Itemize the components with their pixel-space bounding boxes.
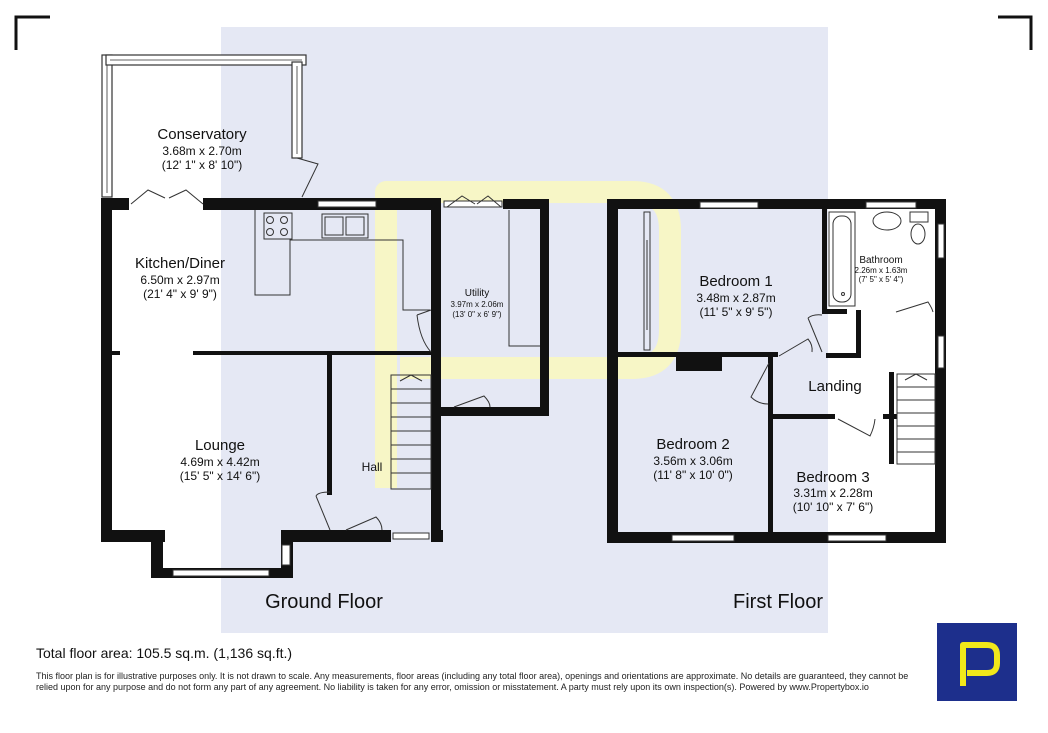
- first-floor: [607, 199, 946, 543]
- ground-floor-windows: [172, 200, 503, 577]
- crop-marks: [14, 15, 1033, 50]
- total-floor-area: Total floor area: 105.5 sq.m. (1,136 sq.…: [36, 645, 293, 661]
- bedroom3-name: Bedroom 3: [796, 469, 869, 486]
- conservatory-imperial: (12' 1" x 8' 10"): [162, 158, 242, 172]
- landing-name: Landing: [808, 378, 861, 395]
- hall-name: Hall: [362, 460, 383, 474]
- first-floor-stairs: [896, 373, 936, 465]
- first-floor-windows: [671, 201, 945, 542]
- bathroom-fixtures: [828, 211, 929, 307]
- utility-imperial: (13' 0" x 6' 9"): [452, 310, 502, 319]
- first-floor-walls: [607, 199, 946, 543]
- disclaimer: This floor plan is for illustrative purp…: [36, 671, 909, 692]
- propertybox-p-logo-icon: [937, 623, 1017, 701]
- kitchen-metric: 6.50m x 2.97m: [140, 273, 219, 287]
- propertybox-p-watermark-icon: [375, 181, 681, 488]
- ground-floor: [101, 54, 549, 578]
- ground-floor-label: Ground Floor: [265, 591, 383, 613]
- ground-floor-stairs: [390, 374, 432, 490]
- bathroom-metric: 2.26m x 1.63m: [855, 266, 908, 275]
- kitchen-name: Kitchen/Diner: [135, 255, 225, 272]
- kitchen-imperial: (21' 4" x 9' 9"): [143, 287, 217, 301]
- bathroom-name: Bathroom: [859, 255, 902, 266]
- bedroom1-name: Bedroom 1: [699, 273, 772, 290]
- utility-name: Utility: [465, 288, 489, 299]
- bedroom2-name: Bedroom 2: [656, 436, 729, 453]
- kitchen-units: [254, 210, 430, 311]
- conservatory-name: Conservatory: [157, 126, 247, 143]
- bedroom2-metric: 3.56m x 3.06m: [653, 454, 732, 468]
- lounge-imperial: (15' 5" x 14' 6"): [180, 469, 260, 483]
- bedroom3-imperial: (10' 10" x 7' 6"): [793, 500, 873, 514]
- bedroom3-metric: 3.31m x 2.28m: [793, 486, 872, 500]
- bedroom2-imperial: (11' 8" x 10' 0"): [653, 468, 733, 482]
- first-floor-label: First Floor: [733, 591, 823, 613]
- room-labels: Conservatory 3.68m x 2.70m (12' 1" x 8' …: [135, 126, 908, 514]
- lounge-metric: 4.69m x 4.42m: [180, 455, 259, 469]
- bedroom1-imperial: (11' 5" x 9' 5"): [700, 305, 773, 319]
- conservatory-metric: 3.68m x 2.70m: [162, 144, 241, 158]
- bathroom-imperial: (7' 5" x 5' 4"): [859, 275, 904, 284]
- lounge-name: Lounge: [195, 437, 245, 454]
- bedroom1-metric: 3.48m x 2.87m: [696, 291, 775, 305]
- utility-metric: 3.97m x 2.06m: [451, 300, 504, 309]
